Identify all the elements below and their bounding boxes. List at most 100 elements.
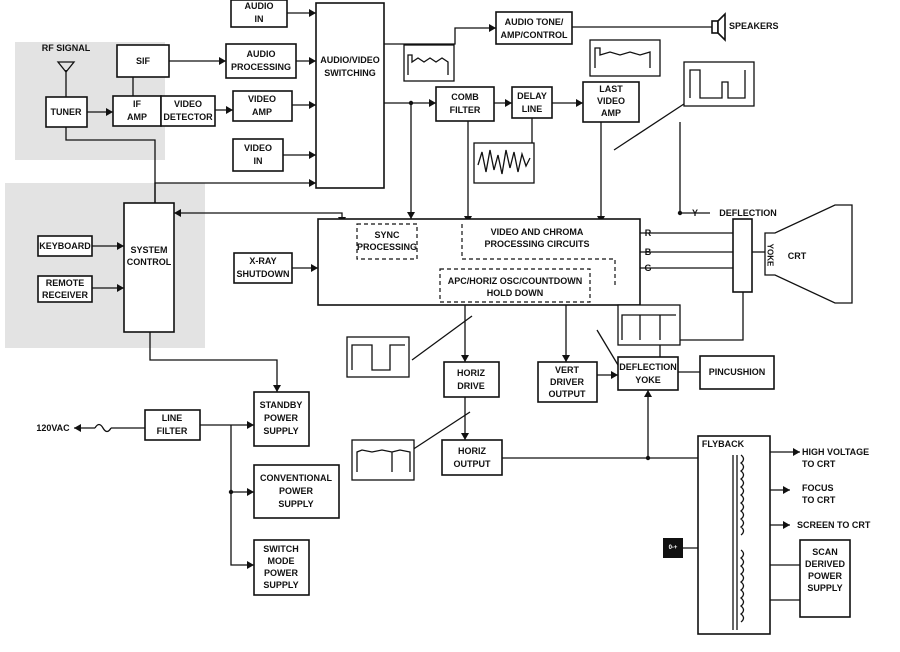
svg-text:OUTPUT: OUTPUT [549,389,587,399]
waveform-vert-yoke [617,304,681,346]
block-audio-tone: AUDIO TONE/ AMP/CONTROL [495,11,573,45]
svg-text:PROCESSING CIRCUITS: PROCESSING CIRCUITS [484,239,589,249]
svg-text:PROCESSING: PROCESSING [357,242,417,252]
svg-text:SIF: SIF [136,56,151,66]
waveform-comb [473,142,535,184]
svg-text:VIDEO: VIDEO [174,99,202,109]
svg-text:MODE: MODE [268,556,295,566]
block-tuner: TUNER [45,96,88,128]
svg-text:LAST: LAST [599,84,623,94]
block-video-detector: VIDEO DETECTOR [160,95,216,127]
block-keyboard: KEYBOARD [37,235,93,257]
control-shaded-area [5,183,205,348]
screen-label: SCREEN TO CRT [797,520,871,530]
svg-text:FILTER: FILTER [450,105,481,115]
waveform-switching-out [403,44,455,82]
signal-r-label: R [645,228,652,238]
svg-text:SHUTDOWN: SHUTDOWN [237,269,290,279]
svg-text:AUDIO: AUDIO [245,1,274,11]
speaker-icon [711,12,726,42]
svg-text:POWER: POWER [264,413,299,423]
block-if-amp: IF AMP [112,95,162,127]
svg-text:IN: IN [254,156,263,166]
block-last-video-amp: LAST VIDEO AMP [582,81,640,123]
svg-text:SUPPLY: SUPPLY [278,499,313,509]
svg-text:AMP: AMP [127,112,147,122]
block-flyback: FLYBACK [697,435,771,635]
connection-lines [65,12,800,601]
svg-text:DRIVE: DRIVE [457,381,485,391]
svg-text:SUPPLY: SUPPLY [263,580,298,590]
block-line-filter: LINE FILTER [144,409,201,441]
svg-text:VIDEO: VIDEO [597,96,625,106]
block-remote-receiver: REMOTE RECEIVER [37,275,93,303]
signal-y-label: Y [692,208,698,218]
waveform-horiz-output [351,439,415,481]
svg-text:STANDBY: STANDBY [260,400,303,410]
block-standby-power: STANDBY POWER SUPPLY [253,391,310,447]
antenna-icon [56,61,76,74]
svg-text:SCAN: SCAN [812,547,838,557]
svg-text:SWITCH: SWITCH [263,544,299,554]
svg-text:SUPPLY: SUPPLY [807,583,842,593]
svg-text:SYSTEM: SYSTEM [130,245,167,255]
high-voltage-label-2: TO CRT [802,459,836,469]
svg-text:FILTER: FILTER [157,426,188,436]
svg-text:X-RAY: X-RAY [249,256,276,266]
waveform-last-video [683,61,755,107]
block-audio-in: AUDIO IN [230,0,288,28]
svg-text:VERT: VERT [555,365,580,375]
svg-text:DRIVER: DRIVER [550,377,585,387]
svg-text:VIDEO: VIDEO [248,94,276,104]
svg-text:SYNC: SYNC [374,230,400,240]
block-video-in: VIDEO IN [232,138,284,172]
svg-text:COMB: COMB [451,92,479,102]
block-main-processing [317,218,641,306]
svg-text:POWER: POWER [264,568,299,578]
speakers-label: SPEAKERS [729,21,779,31]
svg-text:HORIZ: HORIZ [457,368,486,378]
svg-text:DELAY: DELAY [517,91,547,101]
svg-text:LINE: LINE [162,413,183,423]
svg-text:AUDIO TONE/: AUDIO TONE/ [505,17,564,27]
block-vert-driver-output: VERT DRIVER OUTPUT [537,361,598,403]
junction-dots [228,100,683,495]
svg-text:SWITCHING: SWITCHING [324,68,376,78]
svg-text:APC/HORIZ OSC/COUNTDOWN: APC/HORIZ OSC/COUNTDOWN [448,276,583,286]
block-delay-line: DELAY LINE [511,86,553,119]
svg-text:YOKE: YOKE [766,244,775,267]
block-deflection-yoke: DEFLECTION YOKE [617,356,679,391]
svg-text:CONVENTIONAL: CONVENTIONAL [260,473,333,483]
block-system-control: SYSTEM CONTROL [123,202,175,333]
waveform-delay-line [589,39,661,77]
svg-text:AMP: AMP [252,107,272,117]
svg-text:VIDEO AND CHROMA: VIDEO AND CHROMA [491,227,584,237]
block-sync-processing: SYNC PROCESSING [356,223,418,260]
svg-text:IF: IF [133,99,142,109]
svg-text:TUNER: TUNER [51,107,82,117]
svg-text:POWER: POWER [279,486,314,496]
svg-text:SUPPLY: SUPPLY [263,426,298,436]
block-horiz-drive: HORIZ DRIVE [443,361,500,398]
vac-120-label: 120VAC [36,423,70,433]
crt-icon [764,204,853,304]
focus-label-2: TO CRT [802,495,836,505]
crt-label: CRT [788,251,807,261]
svg-text:KEYBOARD: KEYBOARD [39,241,91,251]
block-apc-horiz: APC/HORIZ OSC/COUNTDOWN HOLD DOWN [439,268,591,303]
svg-text:AMP: AMP [601,108,621,118]
block-conventional-power: CONVENTIONAL POWER SUPPLY [253,464,340,519]
svg-text:VIDEO: VIDEO [244,143,272,153]
deflection-label: DEFLECTION [719,208,777,218]
svg-text:YOKE: YOKE [635,375,661,385]
svg-text:DERIVED: DERIVED [805,559,846,569]
svg-text:AUDIO: AUDIO [247,49,276,59]
block-pincushion: PINCUSHION [699,355,775,390]
svg-text:DEFLECTION: DEFLECTION [619,362,677,372]
signal-g-label: G [644,263,651,273]
svg-text:HOLD DOWN: HOLD DOWN [487,288,544,298]
svg-text:REMOTE: REMOTE [46,278,85,288]
svg-text:POWER: POWER [808,571,843,581]
block-scan-derived-power: SCAN DERIVED POWER SUPPLY [799,539,851,618]
